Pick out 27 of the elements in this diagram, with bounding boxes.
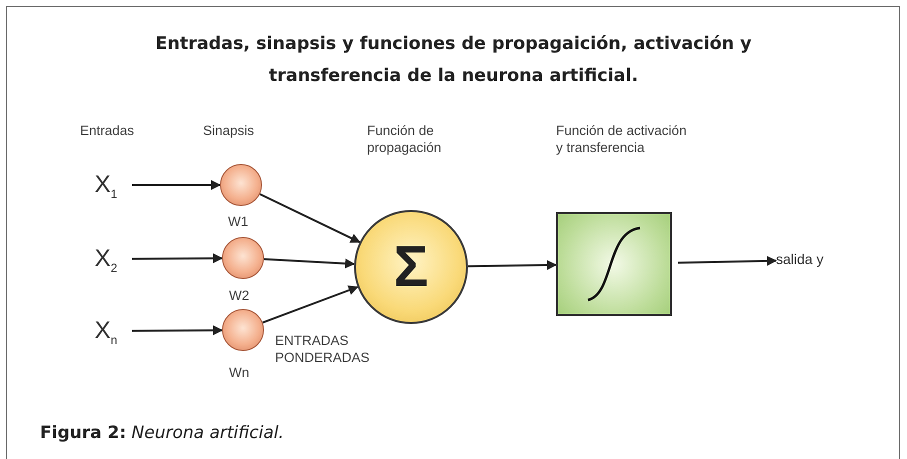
synapse-circle: [222, 309, 264, 351]
diagram-title: Entradas, sinapsis y funciones de propagaición, activación y transferencia de la neurona artificial.: [154, 33, 753, 88]
input-label: X$_{n}$: [86, 317, 126, 345]
arrow: [259, 193, 361, 244]
column-heading: Entradas: [80, 122, 136, 139]
column-heading: Función de propagación: [367, 122, 442, 156]
weight-label: Wn: [229, 364, 250, 381]
column-heading: Sinapsis: [203, 122, 256, 139]
arrow: [132, 180, 221, 190]
weight-label: W2: [229, 287, 250, 304]
arrow: [264, 258, 356, 268]
input-label: X$_{2}$: [86, 245, 126, 273]
arrow: [132, 253, 223, 264]
arrow: [468, 260, 557, 270]
output-label: salida y: [776, 251, 846, 269]
synapse-circle: [222, 237, 264, 279]
arrow: [132, 325, 223, 336]
activation-function-box: [556, 212, 672, 316]
weight-label: W1: [228, 213, 248, 230]
synapse-circle: [220, 164, 262, 206]
figure-caption: Figura 2: Neurona artificial.: [40, 423, 284, 443]
arrow: [262, 285, 359, 324]
annotation-text: ENTRADAS PONDERADAS: [275, 332, 371, 366]
sigma-symbol: Σ: [394, 238, 428, 296]
input-label: X$_{1}$: [86, 171, 126, 199]
column-heading: Función de activación y transferencia: [556, 122, 688, 156]
arrow: [678, 256, 777, 266]
